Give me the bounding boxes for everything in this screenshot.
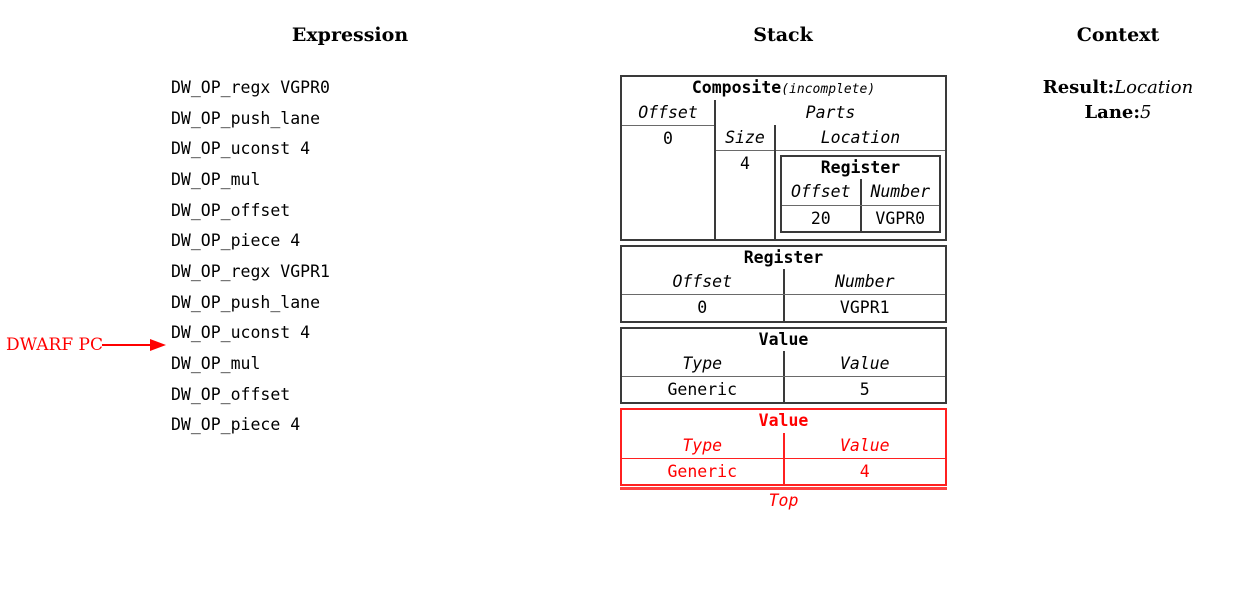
composite-parts-header: Parts — [805, 102, 856, 122]
value-value-value: 5 — [782, 377, 946, 403]
context-result-key: Result: — [1042, 77, 1115, 98]
composite-location-column: Location Register Offset Number 2 — [776, 125, 945, 239]
dwarf-pc-label: DWARF PC — [6, 334, 103, 355]
value-type-header: Type — [682, 354, 723, 374]
composite-title-text: Composite — [691, 78, 782, 97]
composite-offset-spacer — [622, 151, 714, 239]
composite-offset-header: Offset — [638, 102, 698, 122]
stack-entry-composite: Composite(incomplete) Offset 0 Parts Siz… — [620, 75, 947, 241]
composite-size-header: Size — [725, 127, 765, 147]
composite-title: Composite(incomplete) — [622, 77, 945, 100]
context-panel: Result:Location Lane:5 — [1000, 76, 1236, 126]
value-value-header: Value — [782, 351, 946, 377]
context-lane-line: Lane:5 — [1000, 101, 1236, 126]
stack-entry-value: Value Type Value Generic 5 — [620, 326, 947, 405]
composite-location-body: Register Offset Number 20 VGPR0 — [776, 149, 945, 239]
expression-line: DW_OP_push_lane — [171, 292, 321, 312]
nested-register-number-value: VGPR0 — [859, 205, 940, 231]
expression-list: DW_OP_regx VGPR0 DW_OP_push_lane DW_OP_u… — [171, 73, 471, 441]
stack-list: Composite(incomplete) Offset 0 Parts Siz… — [620, 75, 947, 511]
expression-line: DW_OP_piece 4 — [171, 231, 301, 251]
expression-line: DW_OP_piece 4 — [171, 415, 301, 435]
composite-title-qualifier: (incomplete) — [781, 82, 876, 97]
nested-register-number-header: Number — [859, 179, 940, 205]
composite-size-value: 4 — [716, 149, 774, 176]
page-title-expression: Expression — [291, 24, 409, 46]
value-top-type-header: Type — [682, 436, 723, 455]
expression-line: DW_OP_regx VGPR1 — [171, 261, 330, 281]
stack-top-label: Top — [768, 491, 799, 511]
nested-register-title: Register — [820, 157, 901, 177]
register-offset-value: 0 — [697, 298, 708, 318]
expression-line: DW_OP_offset — [171, 200, 291, 220]
stack-entry-value-top: Value Type Value Generic 4 Top — [620, 408, 947, 511]
value-top-table: Value Type Value Generic 4 — [620, 408, 947, 487]
composite-offset-column: Offset 0 — [622, 99, 716, 239]
expression-line: DW_OP_push_lane — [171, 108, 321, 128]
page-title-stack: Stack — [753, 24, 813, 46]
value-table: Value Type Value Generic 5 — [620, 326, 947, 405]
register-offset-header: Offset — [672, 272, 733, 292]
value-top-value-value: 4 — [782, 459, 946, 485]
context-lane-value: 5 — [1140, 101, 1152, 123]
register-number-header: Number — [782, 269, 946, 295]
composite-parts-column: Parts Size 4 Location Register — [716, 100, 945, 239]
page-title-context: Context — [1076, 24, 1160, 46]
composite-offset-value: 0 — [622, 124, 714, 151]
value-title: Value — [758, 329, 809, 349]
expression-line: DW_OP_mul — [171, 353, 261, 373]
expression-line: DW_OP_uconst 4 — [171, 323, 311, 343]
stack-entry-register: Register Offset Number 0 VGPR1 — [620, 244, 947, 323]
expression-line: DW_OP_offset — [171, 384, 291, 404]
expression-line: DW_OP_uconst 4 — [171, 139, 311, 159]
composite-table: Composite(incomplete) Offset 0 Parts Siz… — [620, 75, 947, 241]
value-top-value-header: Value — [782, 433, 946, 459]
expression-line: DW_OP_regx VGPR0 — [171, 78, 330, 97]
value-type-value: Generic — [667, 380, 738, 400]
composite-size-column: Size 4 — [716, 124, 776, 239]
register-table: Register Offset Number 0 VGPR1 — [620, 244, 947, 323]
nested-register-offset-value: 20 — [810, 208, 831, 228]
nested-register-table: Register Offset Number 20 VGPR0 — [780, 154, 941, 233]
arrow-right-icon — [101, 339, 172, 351]
context-result-line: Result:Location — [1000, 76, 1236, 101]
context-result-value: Location — [1114, 77, 1194, 98]
value-top-title: Value — [758, 411, 809, 431]
nested-register-offset-header: Offset — [790, 182, 851, 202]
register-number-value: VGPR1 — [782, 295, 946, 321]
dwarf-pc-marker: DWARF PC — [6, 333, 172, 357]
expression-line: DW_OP_mul — [171, 169, 261, 189]
context-lane-key: Lane: — [1084, 101, 1141, 123]
stack-top-rule — [620, 487, 947, 491]
composite-location-header: Location — [820, 127, 901, 147]
value-top-type-value: Generic — [667, 462, 738, 482]
register-title: Register — [743, 247, 824, 267]
